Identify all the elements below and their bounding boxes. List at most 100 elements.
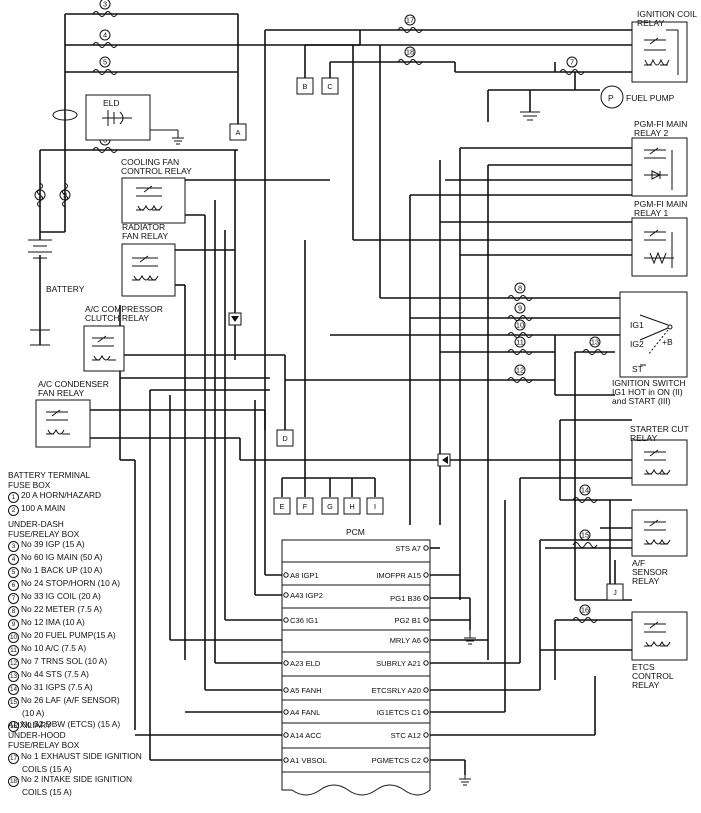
legend-item-text: No 52 DBW (ETCS) (15 A) <box>21 718 121 729</box>
fuse <box>37 182 43 208</box>
fuse-mark-circle <box>566 56 578 68</box>
fuse <box>507 315 533 321</box>
connector-label: F <box>303 502 308 511</box>
pcm-left-pin: A8 IGP1 <box>290 571 319 580</box>
fuse-marks: 123456789101112131415161718 <box>34 0 601 616</box>
pcm-right-pin: ETCSRLY A20 <box>371 686 421 695</box>
fuse-mark-circle <box>514 336 526 348</box>
connector-label: H <box>349 502 354 511</box>
fuse <box>92 11 118 17</box>
legend-item-number: 13 <box>8 671 19 683</box>
connector-e <box>273 497 291 515</box>
relay-starter-cut <box>631 439 688 486</box>
legend-item: (10 A) <box>8 708 120 718</box>
fuse-mark-circle <box>404 46 416 58</box>
fuse-mark-number: 11 <box>516 338 524 347</box>
legend-item: COILS (15 A) <box>8 787 142 797</box>
fuse-mark-circle <box>514 319 526 331</box>
fuse <box>507 377 533 383</box>
ground-symbols <box>459 630 476 786</box>
legend-item-number: 17 <box>8 752 19 764</box>
legend-item-text: No 33 IG COIL (20 A) <box>21 591 101 602</box>
connector-h <box>343 497 361 515</box>
connector-d <box>276 429 294 447</box>
legend-underdash-title: UNDER-DASH FUSE/RELAY BOX <box>8 519 80 540</box>
connector-label: C <box>327 82 333 91</box>
connector-label: B <box>303 82 308 91</box>
fuse <box>92 69 118 75</box>
relay-pgmfi-main-2 <box>631 137 688 197</box>
fuse-mark-number: 16 <box>581 606 589 615</box>
fuse-mark-circle <box>59 189 71 201</box>
fuse-mark-circle <box>579 604 591 616</box>
legend-item-number: 15 <box>8 697 19 709</box>
wires-lower <box>90 150 632 775</box>
relay-pgmfi-main-1 <box>631 217 688 277</box>
connector-a <box>229 123 247 141</box>
pcm-pin-dot <box>283 617 289 623</box>
fuse-mark-circle <box>514 302 526 314</box>
connector-label: J <box>613 588 617 597</box>
relay-af-sensor <box>631 509 688 557</box>
pcm-pin-dot <box>423 637 429 643</box>
fuse-mark-number: 1 <box>38 191 42 200</box>
fuse <box>559 69 585 75</box>
fuse <box>92 42 118 48</box>
fuse-mark-circle <box>579 529 591 541</box>
fuse-mark-number: 4 <box>103 31 107 40</box>
legend-item-text: COILS (15 A) <box>22 786 72 797</box>
fuse-mark-number: 15 <box>581 531 589 540</box>
connector-b <box>296 77 314 95</box>
fuse-mark-circle <box>99 56 111 68</box>
pcm-left-pin: A4 FANL <box>290 708 320 717</box>
connector-i <box>366 497 384 515</box>
label-ig1: IG1 <box>630 320 644 330</box>
fuse-mark-number: 5 <box>103 58 107 67</box>
legend-item-number: 8 <box>8 606 19 618</box>
fuse <box>397 27 423 33</box>
pcm-left-pin: A1 VBSOL <box>290 756 327 765</box>
pcm-left-pin: A43 IGP2 <box>290 591 323 600</box>
pcm-right-pin: IMOFPR A15 <box>376 571 421 580</box>
fuse <box>507 332 533 338</box>
fuse <box>572 542 598 548</box>
legend-item-number: 5 <box>8 567 19 579</box>
legend-item-text: No 22 METER (7.5 A) <box>21 604 102 615</box>
legend-item-text: No 2 INTAKE SIDE IGNITION <box>21 773 133 784</box>
label-battery: BATTERY <box>46 284 85 294</box>
label-eld: ELD <box>103 98 120 108</box>
connector-j <box>606 583 624 601</box>
fuse-mark-circle <box>99 0 111 10</box>
fuse-mark-circle <box>579 484 591 496</box>
pcm-pin-dot <box>283 687 289 693</box>
pcm-pin-dot <box>423 660 429 666</box>
fuse <box>507 295 533 301</box>
label-ig2: IG2 <box>630 339 644 349</box>
wires-top <box>39 13 640 660</box>
connector-label: G <box>327 502 333 511</box>
pcm-pin-dot <box>283 709 289 715</box>
pcm-pin-dot <box>283 732 289 738</box>
pcm-pin-dot <box>423 572 429 578</box>
legend-item-number: 9 <box>8 619 19 631</box>
fuel-pump <box>520 85 624 121</box>
legend-item-number: 7 <box>8 593 19 605</box>
pcm-pin-dot <box>283 757 289 763</box>
fuse-mark-number: 10 <box>516 321 524 330</box>
legend-item-text: No 24 STOP/HORN (10 A) <box>21 578 120 589</box>
